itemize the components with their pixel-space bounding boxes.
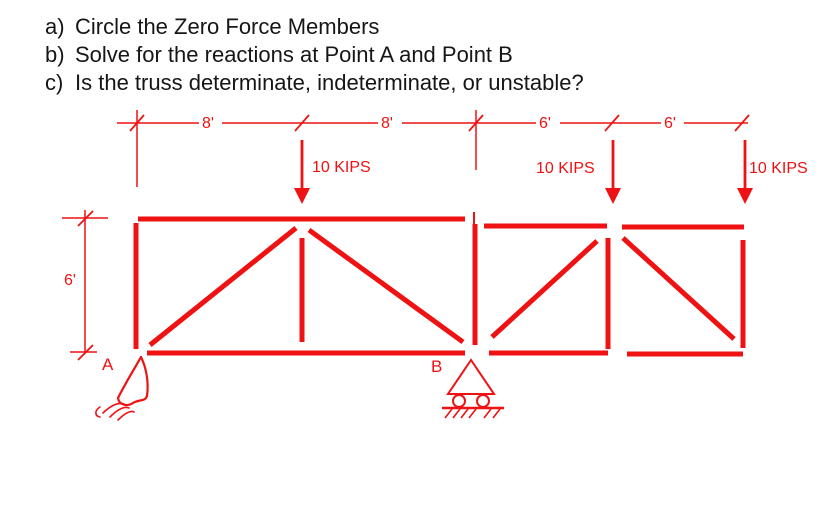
question-a-text: Circle the Zero Force Members [75, 14, 380, 39]
question-b-text: Solve for the reactions at Point A and P… [75, 42, 513, 67]
load-arrow-2 [605, 140, 621, 204]
load-label-1: 10 KIPS [312, 159, 371, 176]
left-diagonal-member [148, 226, 298, 347]
roller-triangle [446, 358, 496, 395]
dimension-label-6ft-1: 6' [539, 115, 551, 132]
pin-outline-left [116, 355, 143, 400]
top-dimension-line [117, 110, 750, 225]
height-dimension-slashes [77, 210, 94, 361]
load-arrow-2-head [605, 188, 621, 204]
third-diagonal-member [490, 239, 599, 339]
load-label-3: 10 KIPS [749, 160, 808, 177]
joint-label-b: B [431, 357, 443, 376]
load-arrow-1-head [294, 188, 310, 204]
dimension-label-height-6ft: 6' [64, 272, 76, 289]
question-c-marker: c) [45, 70, 64, 95]
load-arrow-3 [737, 140, 753, 204]
roller-ground-hatching [444, 408, 501, 419]
pin-hatch-3 [117, 410, 135, 421]
pin-hatch-2 [109, 406, 130, 418]
load-arrows [294, 140, 753, 204]
pin-support-sketch [95, 355, 149, 421]
roller-support [442, 358, 504, 419]
height-dimension-line [62, 210, 108, 361]
load-label-2: 10 KIPS [536, 160, 595, 177]
question-list: a) Circle the Zero Force Members b) Solv… [45, 13, 584, 97]
fourth-diagonal-member [621, 236, 736, 341]
pin-outline-right [139, 355, 149, 398]
second-diagonal-member [307, 227, 465, 345]
question-a-marker: a) [45, 14, 65, 39]
truss-members [133, 216, 746, 357]
dimension-extension-lines [136, 110, 477, 187]
load-arrow-3-head [737, 188, 753, 204]
question-b-marker: b) [45, 42, 65, 67]
joint-label-a: A [102, 355, 114, 374]
question-b: b) Solve for the reactions at Point A an… [45, 41, 584, 69]
dimension-label-8ft-1: 8' [202, 115, 214, 132]
roller-wheel-left [452, 394, 466, 408]
pin-hatch-curl [95, 406, 101, 418]
pin-hatch-1 [102, 402, 125, 414]
dimension-label-8ft-2: 8' [381, 115, 393, 132]
load-arrow-1 [294, 140, 310, 204]
question-c: c) Is the truss determinate, indetermina… [45, 69, 584, 97]
question-a: a) Circle the Zero Force Members [45, 13, 584, 41]
roller-wheel-right [476, 394, 490, 408]
dimension-label-6ft-2: 6' [664, 115, 676, 132]
question-c-text: Is the truss determinate, indeterminate,… [75, 70, 584, 95]
